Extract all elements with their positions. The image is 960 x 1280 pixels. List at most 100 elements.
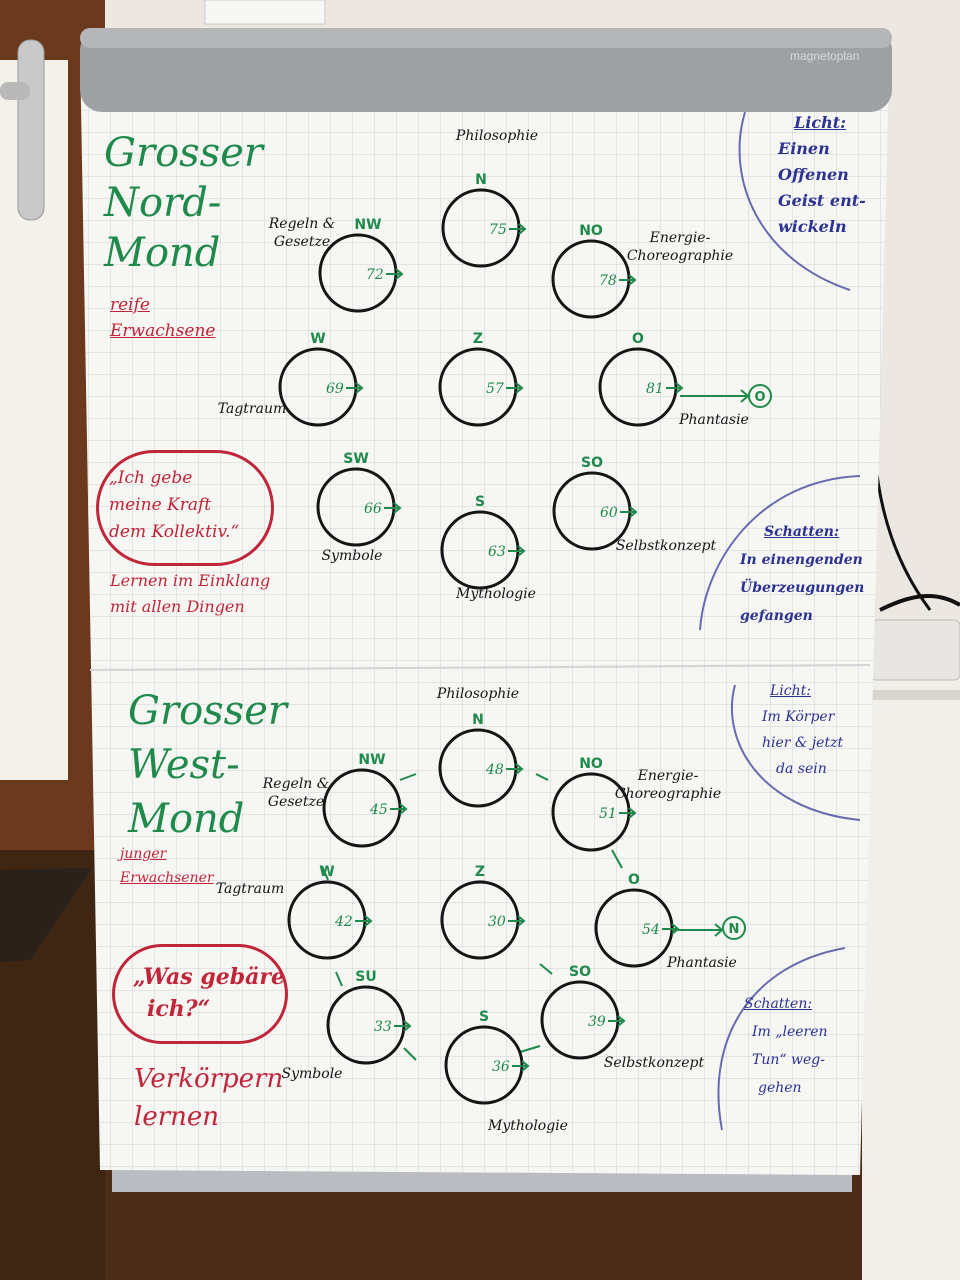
- node-direction: W: [319, 864, 334, 880]
- node-value: 48: [485, 762, 504, 778]
- chart1-light-heading: Licht:: [794, 113, 846, 132]
- node-arrow: [666, 382, 684, 394]
- chart2-shadow-line: gehen: [758, 1080, 802, 1096]
- node-direction: O: [632, 331, 644, 347]
- boundary-arc: [699, 475, 861, 631]
- node-arrow: [394, 1020, 412, 1032]
- chart1-shadow-line: Überzeugungen: [740, 580, 865, 596]
- node-arrow: [506, 763, 524, 775]
- node-direction: N: [475, 172, 487, 188]
- chart1-light-line: wickeln: [778, 217, 847, 236]
- final-mark-circle: [722, 916, 746, 940]
- connector-mark: [399, 773, 417, 781]
- final-mark-label: O: [754, 390, 765, 405]
- connector-mark: [321, 865, 329, 881]
- node-label: Gesetze: [274, 234, 330, 250]
- final-mark-label: N: [729, 922, 740, 937]
- node-value: 57: [486, 381, 504, 397]
- node-arrow: [506, 382, 524, 394]
- connector-mark: [519, 1045, 541, 1053]
- node-label: Symbole: [282, 1066, 343, 1082]
- node-arrow: [346, 382, 364, 394]
- chart1-light-line: Einen: [778, 139, 830, 158]
- chart2-title-line: Grosser: [128, 688, 288, 734]
- boundary-arc: [738, 111, 851, 291]
- connector-mark: [403, 1047, 417, 1061]
- chart1-subtitle-line: Erwachsene: [110, 321, 216, 341]
- chart2-title: Grosser West- Mond: [128, 684, 287, 846]
- boundary-arc: [730, 684, 861, 821]
- node-label: Phantasie: [678, 412, 749, 428]
- chart1-light-line: Geist ent-: [778, 191, 866, 210]
- node-value: 78: [599, 273, 617, 289]
- chart2-quote-bubble: „Was gebäre ich?“: [112, 944, 288, 1044]
- chart2-light-line: Im Körper: [762, 709, 835, 725]
- chart2-shadow-line: Tun“ weg-: [752, 1052, 825, 1068]
- node-arrow: [390, 803, 408, 815]
- chart2-light-line: hier & jetzt: [762, 735, 844, 751]
- brand-logo: magnetoplan: [790, 49, 859, 63]
- node-label: Phantasie: [666, 955, 737, 971]
- chart2-subtitle-line: junger: [120, 846, 167, 862]
- node-value: 45: [369, 802, 388, 818]
- node-label: Choreographie: [627, 248, 733, 264]
- node-value: 30: [488, 914, 506, 930]
- chart2-shadow-line: Im „leeren: [752, 1024, 828, 1040]
- node-value: 39: [588, 1014, 606, 1030]
- connector-mark: [611, 849, 623, 869]
- chart1-title: Grosser Nord- Mond: [104, 128, 263, 278]
- node-value: 81: [646, 381, 664, 397]
- node-direction: SO: [569, 964, 591, 980]
- chart1-title-line: Grosser: [104, 130, 264, 176]
- chart1-shadow-line: In einengenden: [740, 552, 863, 568]
- node-direction: S: [479, 1009, 489, 1025]
- node-label: Choreographie: [615, 786, 721, 802]
- node-direction: N: [472, 712, 484, 728]
- node-label: Selbstkonzept: [604, 1055, 705, 1071]
- chart1-title-line: Mond: [104, 230, 221, 276]
- chart1-note-line: mit allen Dingen: [110, 597, 245, 616]
- node-label: Tagtraum: [218, 401, 287, 417]
- node-value: 42: [334, 914, 353, 930]
- node-direction: NO: [579, 756, 603, 772]
- chart1-quote-line: meine Kraft: [109, 495, 212, 515]
- board-tray: [112, 1170, 852, 1192]
- node-direction: S: [475, 494, 485, 510]
- node-arrow: [608, 1015, 626, 1027]
- node-direction: Z: [475, 864, 485, 880]
- chart2-quote-line: ich?“: [147, 996, 211, 1022]
- node-arrow: [508, 545, 526, 557]
- chart1-subtitle: reife Erwachsene: [110, 292, 216, 344]
- node-label: Regeln &: [262, 776, 329, 792]
- compass-node-z: Z57: [438, 331, 524, 427]
- node-label: Philosophie: [436, 686, 519, 702]
- node-direction: SW: [343, 451, 369, 467]
- node-value: 36: [492, 1059, 510, 1075]
- node-value: 60: [600, 505, 618, 521]
- node-direction: SU: [355, 969, 376, 985]
- chart2-note-line: Verkörpern: [134, 1064, 284, 1094]
- chart2-shadow-heading: Schatten:: [744, 996, 813, 1012]
- node-value: 72: [366, 267, 384, 283]
- chart2-title-line: West-: [128, 742, 240, 788]
- node-label: Mythologie: [487, 1118, 568, 1134]
- node-arrow: [355, 915, 373, 927]
- node-direction: O: [628, 872, 640, 888]
- node-value: 33: [374, 1019, 392, 1035]
- chart1-subtitle-line: reife: [110, 295, 150, 315]
- node-value: 75: [489, 222, 507, 238]
- chart1-quote-line: „Ich gebe: [109, 468, 193, 488]
- node-label: Mythologie: [455, 586, 536, 602]
- node-arrow: [509, 223, 527, 235]
- chart1-title-line: Nord-: [104, 180, 222, 226]
- chart2-note-line: lernen: [134, 1102, 220, 1132]
- node-label: Energie-: [637, 768, 699, 784]
